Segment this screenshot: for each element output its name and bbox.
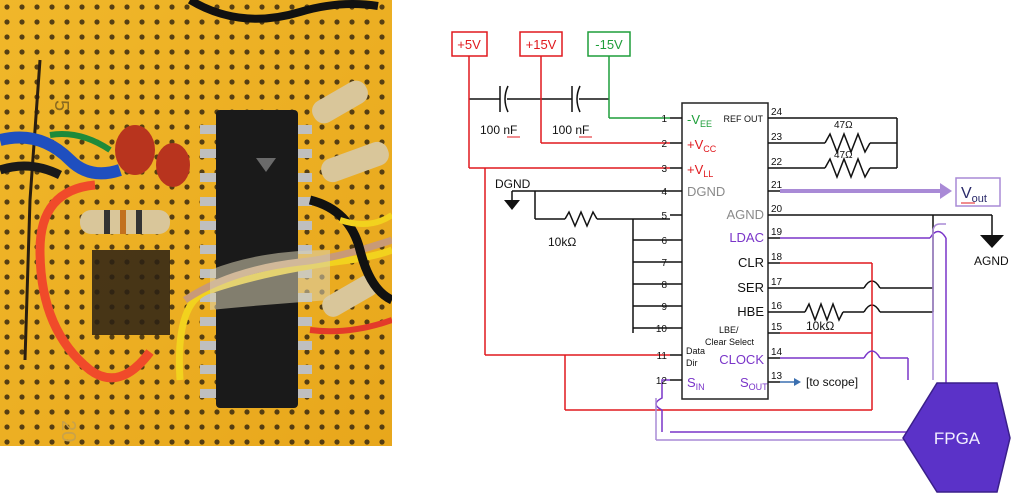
- black-wire-left: [0, 161, 63, 180]
- pin-label-ldac: LDAC: [729, 230, 764, 245]
- pin-label-dgnd: DGND: [687, 184, 725, 199]
- pin-label-clock: CLOCK: [719, 352, 764, 367]
- pin-number: 7: [661, 258, 667, 269]
- right-pin-stubs: [768, 117, 780, 383]
- supply-label-5v: +5V: [457, 37, 481, 52]
- pin-label-lbe-1: LBE/: [719, 325, 739, 335]
- pin-number: 23: [771, 132, 783, 143]
- capacitor-2-label: 100 nF: [552, 123, 589, 137]
- blue-wire: [0, 131, 122, 180]
- red-wire: [35, 180, 154, 383]
- supply-box-neg15v: [587, 31, 631, 57]
- fpga-block: [902, 382, 1011, 493]
- dgnd-ground-symbol: [504, 200, 520, 210]
- lavender-wires: [655, 223, 946, 441]
- resistor-10k-label-2: 10kΩ: [806, 319, 834, 333]
- black-wire-top: [187, 0, 379, 23]
- supply-box-5v: [451, 31, 488, 57]
- agnd-ground-symbol: [980, 235, 1004, 248]
- pin-number: 5: [661, 211, 667, 222]
- green-wire: [49, 131, 112, 153]
- pin-number: 9: [661, 302, 667, 313]
- board-trace: [23, 59, 42, 361]
- vout-box: [955, 177, 1001, 207]
- vout-label: Vout: [961, 185, 987, 205]
- dac-chip-body: [681, 102, 769, 400]
- schematic-svg: +5V +15V -15V: [451, 31, 1011, 493]
- dgnd-label: DGND: [495, 177, 531, 191]
- fpga-label: FPGA: [934, 429, 981, 448]
- supply-box-15v: [519, 31, 563, 57]
- pin-label-lbe-2: Clear Select: [705, 337, 755, 347]
- pin-label-agnd: AGND: [726, 207, 764, 222]
- supply-label-neg15v: -15V: [595, 37, 623, 52]
- pin-number: 1: [661, 114, 667, 125]
- left-pin-numbers: 1 2 3 4 5 6 7 8 9 10 11 12: [656, 114, 668, 387]
- pin-label-datadir-1: Data: [686, 346, 705, 356]
- pin-number: 15: [771, 322, 783, 333]
- left-pin-stubs: [670, 117, 682, 381]
- agnd-label: AGND: [974, 254, 1009, 268]
- green-wire: [608, 56, 670, 119]
- resistor-47-label-1: 47Ω: [834, 120, 853, 131]
- board-holes: [0, 0, 392, 446]
- resistor-top-right: [312, 80, 368, 124]
- pin-number: 19: [771, 227, 783, 238]
- pin-number: 3: [661, 164, 667, 175]
- pin-label-vcc: +VCC: [687, 137, 717, 154]
- pin-label-sout: SOUT: [740, 375, 768, 392]
- red-wires: [468, 56, 873, 411]
- board-shadow: [92, 250, 170, 335]
- pin-label-hbe: HBE: [737, 304, 764, 319]
- pin-number: 22: [771, 157, 783, 168]
- pin-label-clr: CLR: [738, 255, 764, 270]
- pin-number: 24: [771, 107, 783, 118]
- pin-number: 21: [771, 180, 783, 191]
- resistor-47-label-2: 47Ω: [834, 150, 853, 161]
- pin-label-vee: -VEE: [687, 112, 712, 129]
- pin-number: 14: [771, 347, 783, 358]
- pin-number: 2: [661, 139, 667, 150]
- resistor-bottom-right: [322, 275, 378, 317]
- pin-number: 8: [661, 280, 667, 291]
- supply-label-15v: +15V: [526, 37, 557, 52]
- chip-logo: [256, 158, 276, 172]
- pin-number: 17: [771, 277, 783, 288]
- yellow-wire-right: [339, 212, 392, 227]
- pin-number: 13: [771, 371, 783, 382]
- pin-label-refout: REF OUT: [724, 114, 764, 124]
- pin-number: 6: [661, 236, 667, 247]
- pin-label-sin: SIN: [687, 375, 705, 392]
- pin-number: 11: [657, 351, 668, 362]
- red-wire-right: [309, 317, 392, 335]
- right-pin-numbers: 24 23 22 21 20 19 18 17 16 15 14 13: [771, 107, 783, 382]
- pin-number: 16: [771, 301, 783, 312]
- pin-label-datadir-2: Dir: [686, 358, 698, 368]
- dac-schematic: +5V +15V -15V: [400, 0, 1023, 495]
- capacitor-1-label: 100 nF: [480, 123, 517, 137]
- breadboard-photo: 5 20: [0, 0, 392, 446]
- black-wire-right: [308, 195, 392, 305]
- tape: [210, 250, 330, 310]
- pin-number: 10: [656, 324, 668, 335]
- scope-label: [to scope]: [806, 375, 858, 389]
- pin-number: 4: [661, 187, 667, 198]
- pin-label-ser: SER: [737, 280, 764, 295]
- vout-arrow: [940, 183, 952, 199]
- board-number-5: 5: [50, 100, 72, 111]
- scope-arrow: [794, 378, 801, 386]
- pin-number: 18: [771, 252, 783, 263]
- black-wires: [469, 85, 993, 333]
- board-number-20: 20: [57, 420, 79, 442]
- capacitor-2: [156, 143, 190, 187]
- capacitor-1: [115, 125, 155, 175]
- resistor-mid-right: [321, 141, 389, 183]
- resistor-10k-label-1: 10kΩ: [548, 235, 576, 249]
- breadboard-illustration: 5 20: [0, 0, 392, 446]
- pin-number: 12: [656, 376, 668, 387]
- pin-number: 20: [771, 204, 783, 215]
- pin-label-vll: +VLL: [687, 162, 713, 179]
